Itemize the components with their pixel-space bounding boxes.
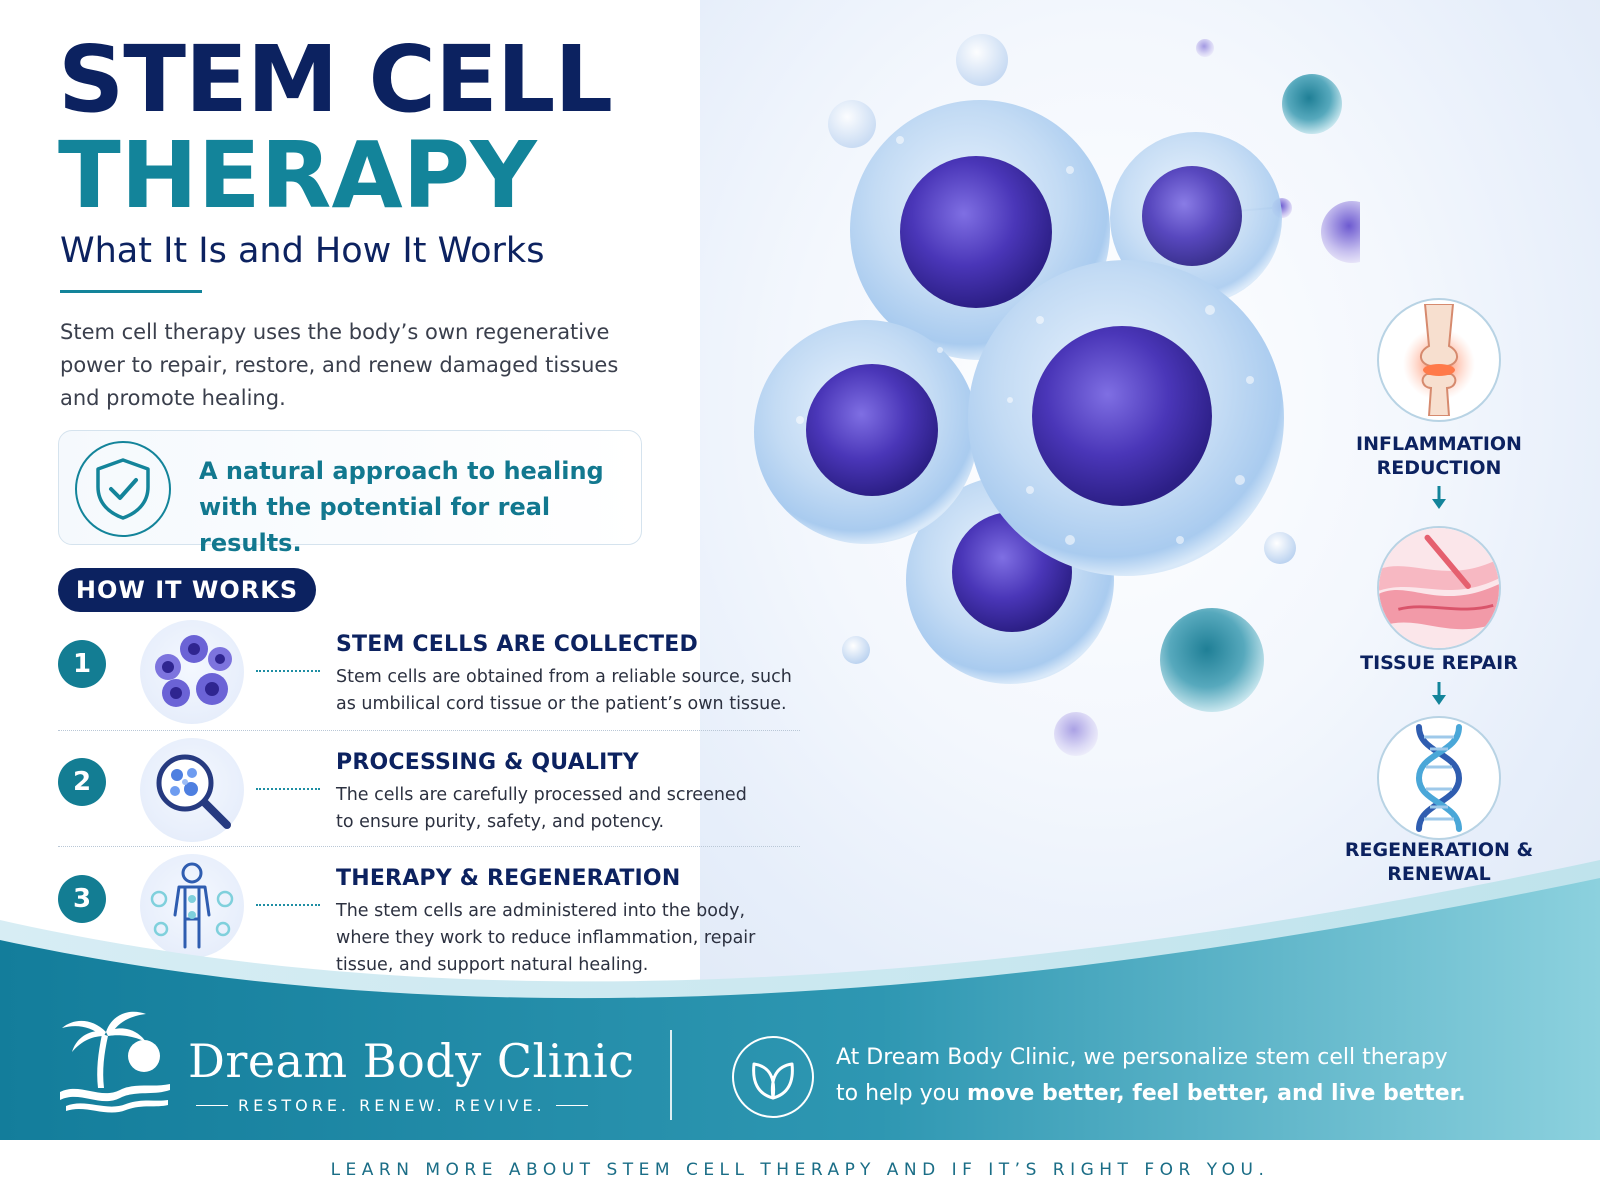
brand-name: Dream Body Clinic: [188, 1034, 635, 1088]
step-desc-line: tissue, and support natural healing.: [336, 955, 649, 975]
benefit-label-line: TISSUE REPAIR: [1360, 652, 1518, 674]
step-number: 1: [58, 640, 106, 688]
particle: [1054, 712, 1098, 756]
particle: [1264, 532, 1296, 564]
footer-message-prefix: to help you: [836, 1081, 968, 1106]
step-description: The stem cells are administered into the…: [336, 898, 796, 979]
title-underline: [60, 290, 202, 293]
step-description: The cells are carefully processed and sc…: [336, 782, 796, 836]
bottom-cta-strip: LEARN MORE ABOUT STEM CELL THERAPY AND I…: [0, 1140, 1600, 1200]
particle: [828, 100, 876, 148]
step-desc-line: Stem cells are obtained from a reliable …: [336, 667, 792, 687]
step-title: STEM CELLS ARE COLLECTED: [336, 632, 698, 657]
leaf-icon: [732, 1036, 814, 1118]
step-title: PROCESSING & QUALITY: [336, 750, 639, 775]
step-desc-line: as umbilical cord tissue or the patient’…: [336, 694, 787, 714]
brand-tagline: RESTORE. RENEW. REVIVE.: [196, 1096, 596, 1115]
benefit-label-line: REDUCTION: [1376, 457, 1502, 479]
particle: [1196, 39, 1214, 57]
title-line-2: THERAPY: [58, 122, 537, 229]
tagline-rule: [196, 1104, 228, 1107]
human-body-icon: [140, 854, 244, 958]
callout-line-2: with the potential for real results.: [199, 493, 551, 557]
step-connector: [256, 904, 320, 906]
step-separator: [58, 846, 800, 847]
arrow-down-icon: [1432, 486, 1446, 509]
footer-message-line-2: to help you move better, feel better, an…: [836, 1076, 1556, 1112]
subtitle: What It Is and How It Works: [60, 231, 545, 271]
benefit-label-line: REGENERATION &: [1344, 839, 1534, 861]
step-desc-line: The cells are carefully processed and sc…: [336, 785, 747, 805]
step-separator: [58, 730, 800, 731]
cell-nucleus: [806, 364, 938, 496]
benefit-label: INFLAMMATION REDUCTION: [1329, 432, 1549, 480]
shield-check-icon: [75, 441, 171, 537]
particle: [1321, 201, 1360, 263]
step-number: 2: [58, 758, 106, 806]
callout-box: A natural approach to healing with the p…: [58, 430, 642, 557]
benefit-label: REGENERATION & RENEWAL: [1329, 838, 1549, 886]
tagline-rule: [555, 1104, 588, 1107]
footer-message-line-1: At Dream Body Clinic, we personalize ste…: [836, 1045, 1448, 1070]
step-number: 3: [58, 875, 106, 923]
stem-cells-illustration: [754, 34, 1360, 756]
benefit-label: TISSUE REPAIR: [1329, 651, 1549, 675]
arrow-down-icon: [1432, 682, 1446, 705]
learn-more-cta: LEARN MORE ABOUT STEM CELL THERAPY AND I…: [330, 1160, 1270, 1180]
cell-nucleus: [1032, 326, 1212, 506]
step-title: THERAPY & REGENERATION: [336, 866, 681, 891]
particle: [1160, 608, 1264, 712]
step-description: Stem cells are obtained from a reliable …: [336, 664, 796, 718]
knee-joint-icon: [1377, 298, 1501, 422]
cell-nucleus: [1142, 166, 1242, 266]
step-desc-line: where they work to reduce inflammation, …: [336, 928, 756, 948]
footer-message-emphasis: move better, feel better, and live bette…: [967, 1081, 1466, 1106]
callout-text: A natural approach to healing with the p…: [199, 453, 629, 561]
title-line-1: STEM CELL: [58, 26, 613, 133]
footer-wave-band: [0, 860, 1600, 1140]
particle: [842, 636, 870, 664]
tissue-icon: [1377, 526, 1501, 650]
footer-message: At Dream Body Clinic, we personalize ste…: [836, 1040, 1556, 1112]
particle: [956, 34, 1008, 86]
benefit-label-line: INFLAMMATION: [1356, 433, 1522, 455]
step-desc-line: The stem cells are administered into the…: [336, 901, 746, 921]
how-it-works-label: HOW IT WORKS: [58, 568, 316, 612]
callout-line-1: A natural approach to healing: [199, 457, 604, 485]
intro-paragraph: Stem cell therapy uses the body’s own re…: [60, 320, 619, 410]
step-connector: [256, 670, 320, 672]
step-connector: [256, 788, 320, 790]
dna-icon: [1377, 716, 1501, 840]
stem-cells-icon: [140, 620, 244, 724]
step-desc-line: to ensure purity, safety, and potency.: [336, 812, 665, 832]
tagline-text: RESTORE. RENEW. REVIVE.: [238, 1096, 546, 1115]
palm-tree-sun-wave-icon: [60, 1011, 170, 1113]
magnifier-cells-icon: [140, 738, 244, 842]
footer-divider: [670, 1030, 672, 1120]
cell-nucleus: [900, 156, 1052, 308]
particle: [1282, 74, 1342, 134]
benefit-label-line: RENEWAL: [1387, 863, 1491, 885]
